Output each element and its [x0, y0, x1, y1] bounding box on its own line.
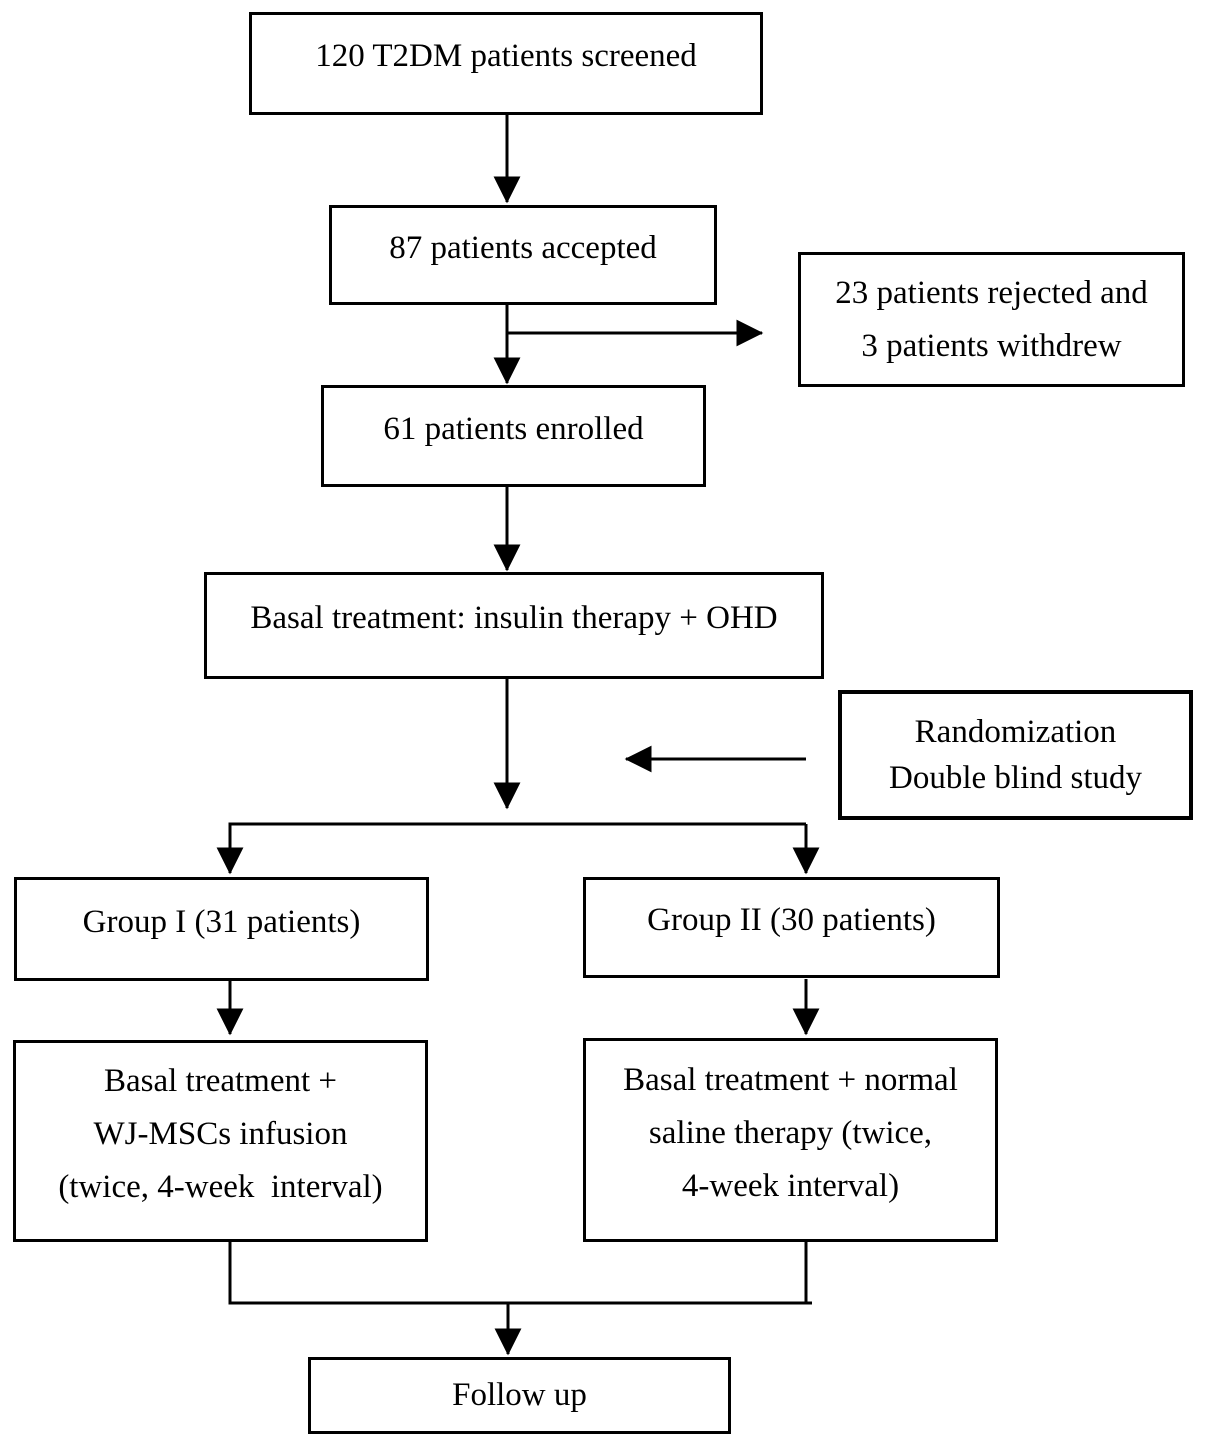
box-group2-treatment-line-1: Basal treatment + normal [623, 1061, 958, 1098]
box-group2: Group II (30 patients) [583, 877, 1000, 978]
box-basal-treatment-text: Basal treatment: insulin therapy + OHD [250, 600, 778, 636]
box-screened-text: 120 T2DM patients screened [315, 38, 697, 74]
box-group1-text: Group I (31 patients) [82, 903, 361, 940]
box-accepted-text: 87 patients accepted [389, 229, 657, 266]
box-group1-treatment-line-1: Basal treatment + [103, 1062, 338, 1099]
box-enrolled-text: 61 patients enrolled [383, 410, 644, 447]
box-basal-treatment: Basal treatment: insulin therapy + OHD [204, 572, 824, 679]
box-rejected-line-2: 3 patients withdrew [861, 327, 1122, 364]
box-randomization-line-1: Randomization [914, 714, 1117, 750]
box-screened: 120 T2DM patients screened [249, 12, 763, 115]
box-rejected-line-1: 23 patients rejected and [835, 274, 1148, 311]
box-group2-treatment: Basal treatment + normal saline therapy … [583, 1038, 998, 1242]
box-follow-up-text: Follow up [452, 1377, 587, 1413]
box-group1-treatment-line-3: (twice, 4-week interval) [58, 1168, 383, 1205]
box-rejected: 23 patients rejected and 3 patients with… [798, 252, 1185, 387]
box-group1-treatment: Basal treatment + WJ-MSCs infusion (twic… [13, 1040, 428, 1242]
box-accepted: 87 patients accepted [329, 205, 717, 305]
box-randomization-line-2: Double blind study [889, 760, 1142, 796]
box-group2-text: Group II (30 patients) [647, 902, 936, 938]
box-group2-treatment-line-2: saline therapy (twice, [648, 1114, 933, 1151]
box-follow-up: Follow up [308, 1357, 731, 1434]
box-enrolled: 61 patients enrolled [321, 385, 706, 487]
box-group2-treatment-line-3: 4-week interval) [681, 1167, 900, 1204]
box-group1-treatment-line-2: WJ-MSCs infusion [93, 1115, 348, 1152]
box-randomization: Randomization Double blind study [838, 690, 1193, 820]
box-group1: Group I (31 patients) [14, 877, 429, 981]
